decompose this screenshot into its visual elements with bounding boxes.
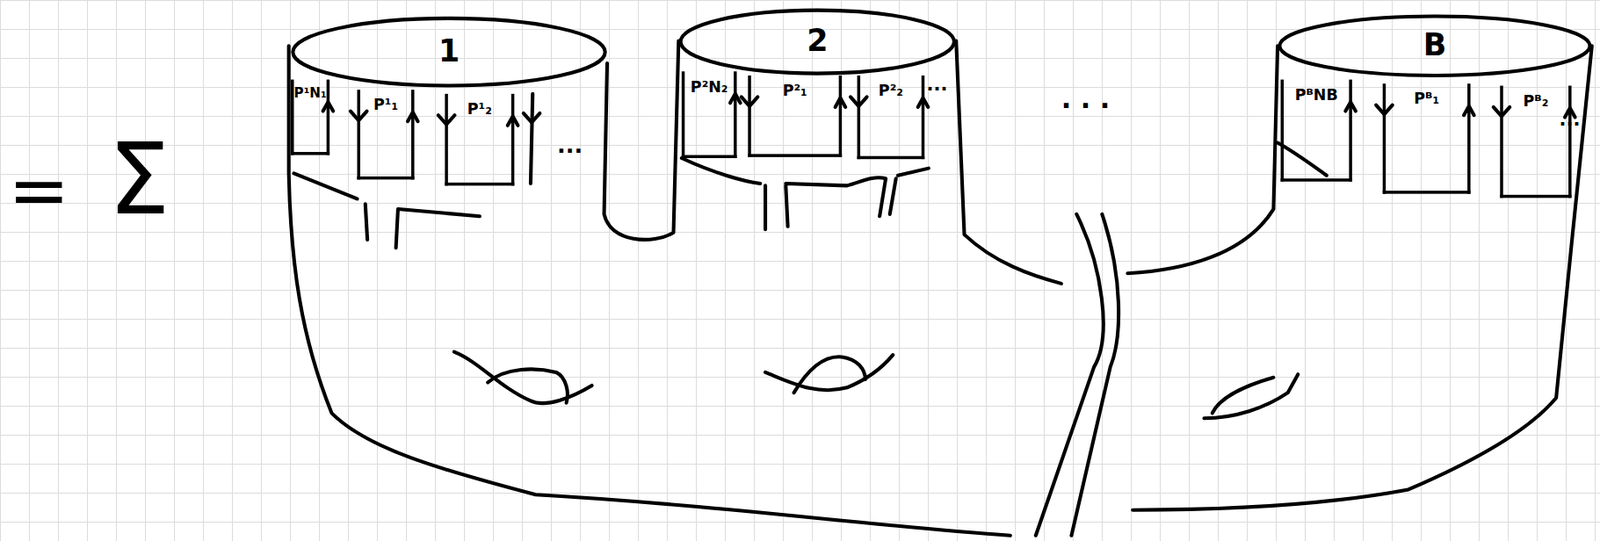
extra-ribbon-line [530, 94, 533, 184]
orientation-arrow [523, 113, 541, 123]
boundary-circle: B [1277, 14, 1593, 78]
boundary-number: 2 [678, 25, 956, 57]
ribbon-edge [1277, 143, 1327, 176]
boundary-circle: 1 [290, 16, 608, 88]
strip-label: Pᴮ₁ [1385, 89, 1468, 109]
ribbon-strip: P²₂ [857, 75, 926, 160]
strip-label: P¹N₁ [293, 86, 326, 102]
genus-handle [454, 352, 593, 404]
ribbon-strip: Pᴮ₂ [1499, 86, 1572, 199]
strip-label: Pᴮ₂ [1503, 92, 1569, 111]
strip-label: P²₁ [751, 81, 840, 101]
ribbon-strip: P¹₁ [356, 89, 414, 180]
strip-label: PᴮNB [1283, 86, 1349, 105]
surface-outline [289, 45, 1011, 536]
surface-outline [955, 40, 1062, 283]
ellipsis-mark: ... [557, 134, 583, 158]
break-line [1071, 214, 1119, 536]
surface-outline [1132, 45, 1593, 510]
strip-label: P²N₂ [684, 77, 734, 96]
boundary-number: B [1277, 29, 1593, 61]
genus-handle [1203, 374, 1298, 419]
ribbon-strip: P²₁ [747, 75, 842, 158]
surface-outline [604, 40, 680, 239]
break-line [1035, 214, 1104, 536]
strip-label: P¹₁ [360, 95, 412, 115]
ellipsis-mark: ... [926, 75, 949, 95]
ellipsis-mark: ... [1559, 109, 1581, 129]
strip-label: P¹₂ [448, 100, 512, 119]
ribbon-strip: PᴮNB [1281, 79, 1353, 182]
ribbon-strip: P¹₂ [444, 94, 515, 187]
ribbon-strip: Pᴮ₁ [1382, 83, 1471, 194]
genus-handle [765, 354, 893, 393]
surface-outline [1127, 45, 1278, 274]
equation-symbol: Σ [108, 130, 170, 229]
strip-label: P²₂ [860, 81, 922, 101]
ellipsis-mark: . . . [1061, 86, 1110, 113]
ribbon-strip: P²N₂ [681, 71, 738, 159]
ribbon-strip: P¹N₁ [290, 79, 330, 156]
boundary-number: 1 [290, 36, 608, 67]
ribbon-edge [681, 158, 929, 230]
boundary-circle: 2 [678, 7, 956, 76]
equation-symbol: = [7, 152, 70, 227]
